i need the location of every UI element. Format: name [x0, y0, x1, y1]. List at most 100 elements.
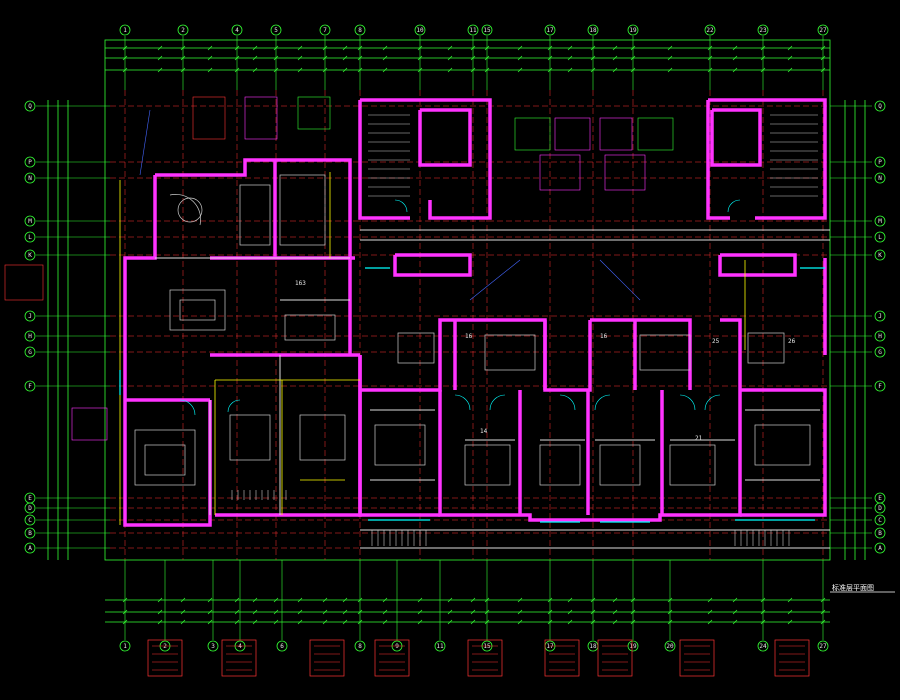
svg-text:11: 11: [469, 27, 477, 34]
legend-box: [221, 639, 257, 677]
axis-bubble-left-P: P: [24, 156, 36, 168]
svg-text:N: N: [878, 175, 882, 182]
axis-bubble-right-B: B: [874, 527, 886, 539]
svg-text:Q: Q: [878, 103, 882, 110]
svg-text:A: A: [28, 545, 32, 552]
structural-lines: [119, 172, 746, 525]
legend-box: [147, 639, 183, 677]
axis-bubble-bottom-6: 6: [276, 640, 288, 652]
axis-bubble-top-27: 27: [817, 24, 829, 36]
svg-text:23: 23: [759, 27, 767, 34]
svg-text:H: H: [28, 333, 32, 340]
unit-label-6: 21: [695, 435, 703, 442]
svg-text:M: M: [28, 218, 32, 225]
legend-box: [679, 639, 715, 677]
svg-text:F: F: [878, 383, 882, 390]
axis-bubble-top-22: 22: [704, 24, 716, 36]
unit-label-2: 16: [600, 333, 608, 340]
axis-bubble-top-2: 2: [177, 24, 189, 36]
axis-bubble-right-Q: Q: [874, 100, 886, 112]
axis-bubble-right-H: H: [874, 330, 886, 342]
svg-text:22: 22: [706, 27, 714, 34]
dimension-frame: [47, 39, 866, 623]
axis-bubble-bottom-11: 11: [434, 640, 446, 652]
svg-text:B: B: [878, 530, 882, 537]
svg-text:20: 20: [666, 643, 674, 650]
svg-text:6: 6: [280, 643, 284, 650]
room-tags: [4, 96, 674, 441]
svg-text:G: G: [28, 349, 32, 356]
windows: [119, 267, 825, 523]
axis-bubble-top-5: 5: [270, 24, 282, 36]
axis-bubble-left-G: G: [24, 346, 36, 358]
svg-text:Q: Q: [28, 103, 32, 110]
svg-text:L: L: [28, 234, 32, 241]
svg-text:C: C: [28, 517, 32, 524]
unit-label-5: 14: [480, 428, 488, 435]
axis-bubble-bottom-27: 27: [817, 640, 829, 652]
axis-bubble-right-M: M: [874, 215, 886, 227]
axis-bubble-bottom-1: 1: [119, 640, 131, 652]
axis-bubble-left-H: H: [24, 330, 36, 342]
axis-bubble-bottom-3: 3: [207, 640, 219, 652]
svg-text:1: 1: [123, 643, 127, 650]
svg-text:2: 2: [163, 643, 167, 650]
svg-text:9: 9: [395, 643, 399, 650]
axis-bubble-top-7: 7: [319, 24, 331, 36]
drawing-title: 标准层平面图: [832, 583, 874, 592]
svg-text:19: 19: [629, 27, 637, 34]
axis-bubble-right-L: L: [874, 231, 886, 243]
svg-text:10: 10: [416, 27, 424, 34]
svg-text:18: 18: [589, 643, 597, 650]
svg-text:4: 4: [235, 27, 239, 34]
svg-text:P: P: [878, 159, 882, 166]
room-area-label: 163: [295, 280, 306, 287]
svg-text:27: 27: [819, 643, 827, 650]
svg-text:8: 8: [358, 27, 362, 34]
svg-text:J: J: [878, 313, 882, 320]
svg-text:8: 8: [358, 643, 362, 650]
legend-box: [544, 639, 580, 677]
axis-bubble-bottom-18: 18: [587, 640, 599, 652]
svg-text:17: 17: [546, 643, 554, 650]
svg-text:4: 4: [238, 643, 242, 650]
unit-label-1: 16: [465, 333, 473, 340]
axis-bubble-bottom-20: 20: [664, 640, 676, 652]
axis-bubble-left-B: B: [24, 527, 36, 539]
svg-text:2: 2: [181, 27, 185, 34]
axis-bubble-top-1: 1: [119, 24, 131, 36]
svg-text:M: M: [878, 218, 882, 225]
svg-text:17: 17: [546, 27, 554, 34]
svg-text:G: G: [878, 349, 882, 356]
axis-bubble-top-10: 10: [414, 24, 426, 36]
axis-bubble-top-17: 17: [544, 24, 556, 36]
svg-text:1: 1: [123, 27, 127, 34]
legend-box: [467, 639, 503, 677]
axis-bubble-top-18: 18: [587, 24, 599, 36]
svg-text:E: E: [878, 495, 882, 502]
svg-text:24: 24: [759, 643, 767, 650]
stairs: [231, 114, 818, 546]
axis-bubble-top-19: 19: [627, 24, 639, 36]
svg-text:P: P: [28, 159, 32, 166]
axis-bubble-left-A: A: [24, 542, 36, 554]
svg-text:D: D: [878, 505, 882, 512]
svg-text:B: B: [28, 530, 32, 537]
axis-bubble-top-23: 23: [757, 24, 769, 36]
axis-bubble-right-C: C: [874, 514, 886, 526]
axis-bubble-bottom-19: 19: [627, 640, 639, 652]
svg-text:15: 15: [483, 643, 491, 650]
legend-box: [597, 639, 633, 677]
axis-bubble-bottom-24: 24: [757, 640, 769, 652]
axis-bubble-right-A: A: [874, 542, 886, 554]
axis-bubble-left-J: J: [24, 310, 36, 322]
svg-text:18: 18: [589, 27, 597, 34]
axis-bubble-bottom-8: 8: [354, 640, 366, 652]
axis-bubble-top-4: 4: [231, 24, 243, 36]
svg-text:27: 27: [819, 27, 827, 34]
svg-text:5: 5: [274, 27, 278, 34]
svg-text:11: 11: [436, 643, 444, 650]
axis-bubble-left-Q: Q: [24, 100, 36, 112]
